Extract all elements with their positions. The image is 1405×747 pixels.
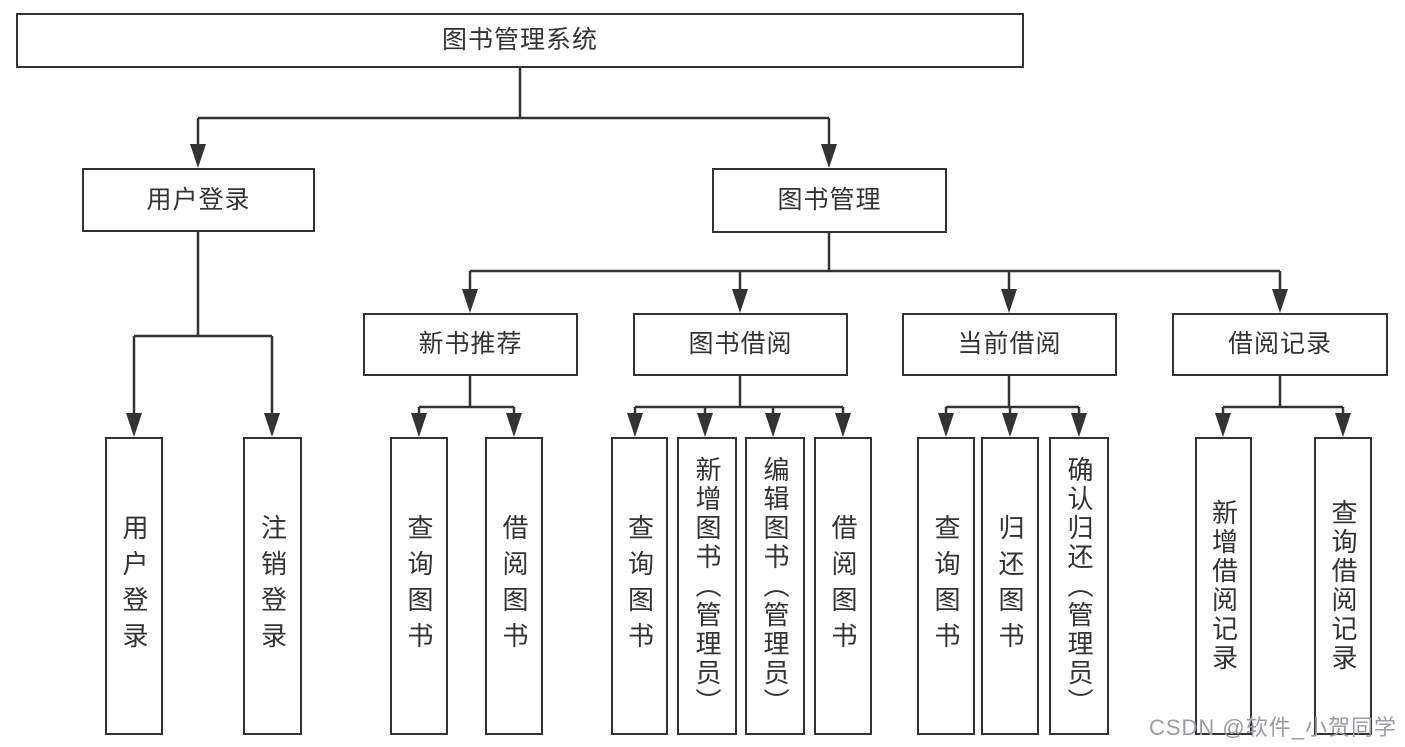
leaf-query-books-borrowing: 查询图书 [611, 437, 668, 735]
arrowhead-icon [126, 413, 142, 437]
arrowhead-icon [938, 413, 954, 437]
csdn-watermark: CSDN @软件_小贺同学 [1148, 715, 1397, 740]
leaf-borrow-books: 借阅图书 [814, 437, 872, 735]
arrowhead-icon [732, 289, 748, 313]
arrowhead-icon [765, 413, 781, 437]
node-borrowing-records: 借阅记录 [1172, 313, 1388, 376]
leaf-query-borrowing-record: 查询借阅记录 [1314, 437, 1372, 735]
arrowhead-icon [506, 413, 522, 437]
arrowhead-icon [627, 413, 643, 437]
arrowhead-icon [1335, 413, 1351, 437]
leaf-borrow-books-recommend: 借阅图书 [485, 437, 543, 735]
arrowhead-icon [1215, 413, 1231, 437]
connector-group-4 [627, 376, 851, 437]
node-book-management: 图书管理 [712, 168, 947, 233]
connector-group-5 [938, 376, 1087, 437]
leaf-return-books: 归还图书 [981, 437, 1039, 735]
arrowhead-icon [821, 144, 837, 168]
node-user-login: 用户登录 [82, 168, 315, 232]
leaf-logout: 注销登录 [243, 437, 302, 735]
leaf-add-books-admin: 新增图书（管理员） [677, 437, 737, 735]
node-current-borrowing: 当前借阅 [902, 313, 1117, 376]
node-library-management-system: 图书管理系统 [16, 13, 1024, 68]
leaf-query-books-recommend: 查询图书 [390, 437, 448, 735]
arrowhead-icon [1272, 289, 1288, 313]
connector-group-6 [1215, 376, 1351, 437]
arrowhead-icon [1002, 413, 1018, 437]
leaf-user-login: 用户登录 [105, 437, 163, 735]
leaf-confirm-return-admin: 确认归还（管理员） [1049, 437, 1109, 735]
connector-group-1 [126, 232, 280, 437]
connector-group-0 [190, 68, 837, 168]
arrowhead-icon [411, 413, 427, 437]
leaf-query-books-current: 查询图书 [917, 437, 975, 735]
connector-group-2 [462, 233, 1288, 313]
leaf-edit-books-admin: 编辑图书（管理员） [745, 437, 805, 735]
arrowhead-icon [1071, 413, 1087, 437]
connector-group-3 [411, 376, 522, 437]
arrowhead-icon [462, 289, 478, 313]
node-book-borrowing: 图书借阅 [633, 313, 848, 376]
arrowhead-icon [190, 144, 206, 168]
arrowhead-icon [697, 413, 713, 437]
arrowhead-icon [1001, 289, 1017, 313]
leaf-add-borrowing-record: 新增借阅记录 [1195, 437, 1252, 735]
node-new-book-recommendation: 新书推荐 [363, 313, 578, 376]
arrowhead-icon [264, 413, 280, 437]
arrowhead-icon [835, 413, 851, 437]
